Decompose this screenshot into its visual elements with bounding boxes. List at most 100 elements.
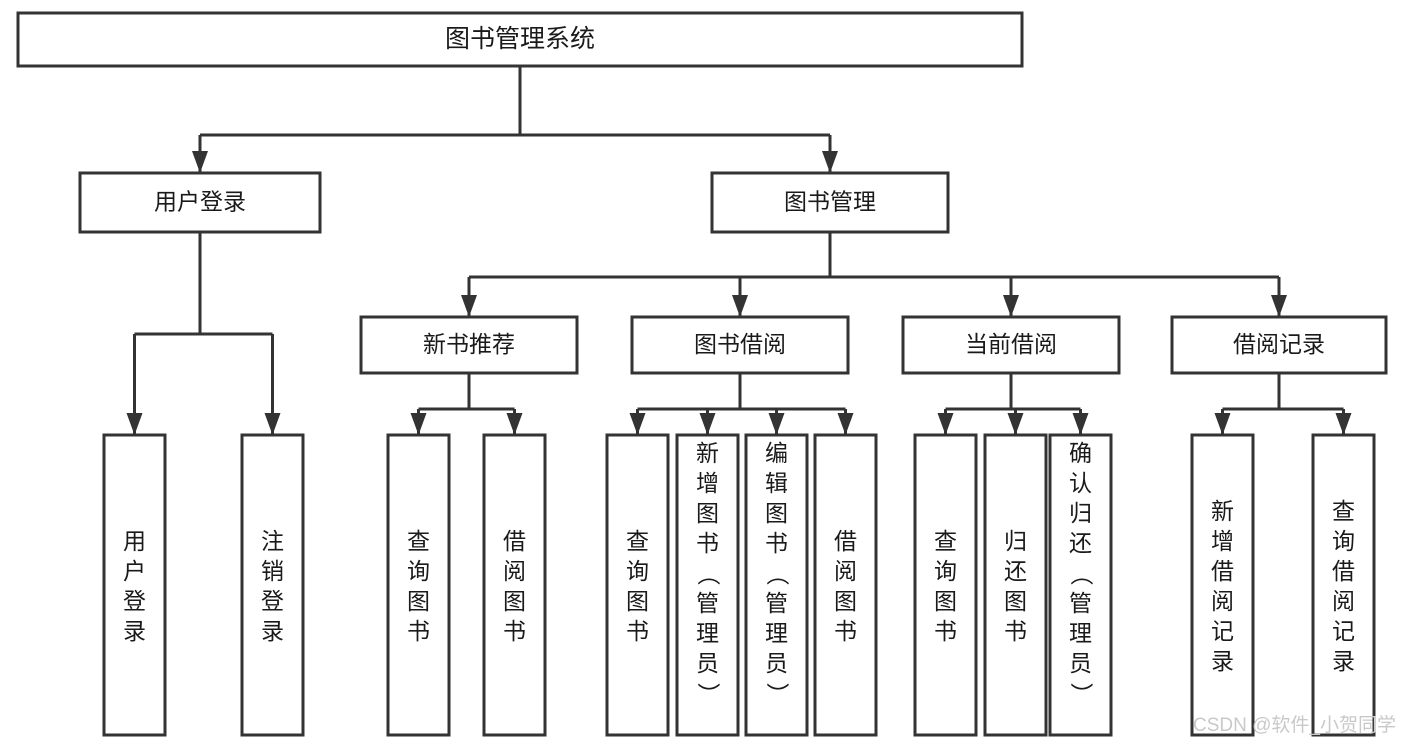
svg-text:理: 理 xyxy=(765,620,788,646)
svg-text:管: 管 xyxy=(765,590,788,616)
node-box-leaf-confirm-return[interactable] xyxy=(1048,433,1113,737)
node-box-leaf-borrow-book-2[interactable] xyxy=(813,433,878,737)
svg-text:查: 查 xyxy=(407,528,430,554)
node-box-leaf-logout[interactable] xyxy=(240,433,305,737)
node-box-leaf-query-book-2[interactable] xyxy=(605,433,670,737)
arrow-head-icon xyxy=(1214,413,1231,435)
arrow-head-icon xyxy=(461,295,477,317)
arrow-head-icon xyxy=(126,413,143,435)
svg-text:录: 录 xyxy=(1211,648,1234,674)
svg-text:）: ） xyxy=(696,683,722,706)
svg-text:阅: 阅 xyxy=(834,558,857,584)
svg-text:户: 户 xyxy=(123,558,146,584)
node-box-leaf-return-book[interactable] xyxy=(983,433,1048,737)
svg-text:询: 询 xyxy=(934,558,957,584)
node-box-borrow-record[interactable] xyxy=(1170,315,1388,375)
svg-text:登: 登 xyxy=(123,588,146,614)
svg-text:图: 图 xyxy=(626,588,649,614)
svg-text:确: 确 xyxy=(1069,440,1092,466)
svg-text:图: 图 xyxy=(1004,588,1027,614)
node-label-root: 图书管理系统 xyxy=(445,25,595,53)
svg-text:书: 书 xyxy=(934,618,957,644)
svg-text:注: 注 xyxy=(261,528,284,554)
svg-text:员: 员 xyxy=(1069,650,1092,676)
arrow-head-icon xyxy=(699,413,716,435)
node-box-leaf-add-record[interactable] xyxy=(1190,433,1255,737)
arrow-head-icon xyxy=(1003,295,1019,317)
svg-text:书: 书 xyxy=(407,618,430,644)
svg-text:员: 员 xyxy=(765,650,788,676)
connector-lines xyxy=(126,66,1352,435)
svg-text:理: 理 xyxy=(696,620,719,646)
arrow-head-icon xyxy=(937,413,954,435)
node-box-root[interactable] xyxy=(16,11,1024,68)
svg-text:图: 图 xyxy=(503,588,526,614)
svg-text:记: 记 xyxy=(1332,618,1355,644)
arrow-head-icon xyxy=(1072,413,1089,435)
arrow-head-icon xyxy=(629,413,646,435)
svg-text:记: 记 xyxy=(1211,618,1234,644)
arrow-head-icon xyxy=(768,413,785,435)
svg-text:增: 增 xyxy=(696,470,719,496)
arrow-head-icon xyxy=(837,413,854,435)
svg-text:员: 员 xyxy=(696,650,719,676)
node-box-leaf-edit-book[interactable] xyxy=(744,433,809,737)
svg-text:借: 借 xyxy=(1332,558,1355,584)
node-label-leaf-user-login: 用户登录 xyxy=(123,528,146,644)
arrow-head-icon xyxy=(822,151,838,173)
svg-text:书: 书 xyxy=(1004,618,1027,644)
node-box-current-borrow[interactable] xyxy=(901,315,1121,375)
svg-text:借: 借 xyxy=(503,528,526,554)
node-box-new-book-recommend[interactable] xyxy=(359,315,579,375)
svg-text:查: 查 xyxy=(1332,498,1355,524)
node-box-leaf-query-book-3[interactable] xyxy=(913,433,978,737)
svg-text:录: 录 xyxy=(123,618,146,644)
svg-text:借: 借 xyxy=(1211,558,1234,584)
node-label-current-borrow: 当前借阅 xyxy=(965,331,1057,357)
svg-text:增: 增 xyxy=(1211,528,1234,554)
node-box-leaf-query-book-1[interactable] xyxy=(386,433,451,737)
node-label-book-management: 图书管理 xyxy=(784,189,876,215)
svg-text:还: 还 xyxy=(1004,558,1027,584)
svg-text:（: （ xyxy=(696,563,722,586)
svg-text:还: 还 xyxy=(1069,530,1092,556)
svg-text:书: 书 xyxy=(834,618,857,644)
svg-text:阅: 阅 xyxy=(503,558,526,584)
arrow-head-icon xyxy=(192,151,208,173)
node-label-borrow-record: 借阅记录 xyxy=(1233,331,1325,357)
svg-text:归: 归 xyxy=(1004,528,1027,554)
svg-text:销: 销 xyxy=(261,558,284,584)
node-label-new-book-recommend: 新书推荐 xyxy=(423,331,515,357)
svg-text:查: 查 xyxy=(934,528,957,554)
arrow-head-icon xyxy=(410,413,427,435)
arrow-head-icon xyxy=(506,413,523,435)
node-box-book-borrow[interactable] xyxy=(630,315,850,375)
csdn-watermark: CSDN @软件_小贺同学 xyxy=(1193,714,1396,736)
svg-text:管: 管 xyxy=(1069,590,1092,616)
node-box-leaf-query-record[interactable] xyxy=(1311,433,1376,737)
svg-text:书: 书 xyxy=(626,618,649,644)
svg-text:书: 书 xyxy=(503,618,526,644)
node-box-leaf-borrow-book-1[interactable] xyxy=(482,433,547,737)
svg-text:录: 录 xyxy=(1332,648,1355,674)
svg-text:借: 借 xyxy=(834,528,857,554)
arrow-head-icon xyxy=(264,413,281,435)
svg-text:编: 编 xyxy=(765,440,788,466)
node-box-leaf-add-book[interactable] xyxy=(675,433,740,737)
node-box-book-management[interactable] xyxy=(710,171,950,234)
svg-text:认: 认 xyxy=(1069,470,1092,496)
node-box-user-login[interactable] xyxy=(78,171,322,234)
svg-text:询: 询 xyxy=(407,558,430,584)
node-box-leaf-user-login[interactable] xyxy=(102,433,167,737)
svg-text:管: 管 xyxy=(696,590,719,616)
